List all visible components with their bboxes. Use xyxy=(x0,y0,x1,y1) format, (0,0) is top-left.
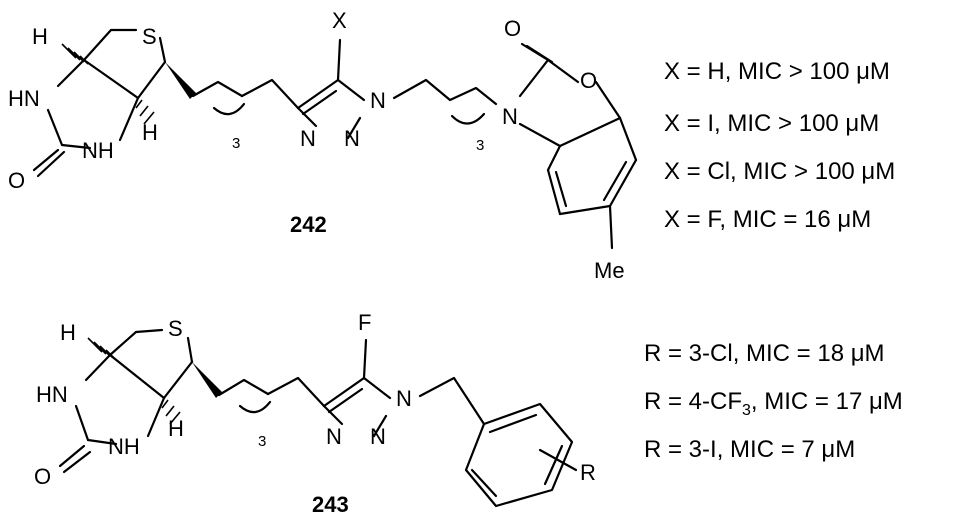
hashed-stereo-bond xyxy=(87,337,115,359)
nh-group-label: HN xyxy=(36,382,68,407)
oxygen-atom-label: O xyxy=(8,168,25,193)
sar-separator: , xyxy=(719,206,733,233)
nh-group-label: HN xyxy=(8,86,40,111)
hydrogen-atom-label: H xyxy=(168,416,184,441)
oxygen-atom-label: O xyxy=(34,464,51,489)
compound-242-structure: S H H HN NH O 3 X N N N 3 N O O Me 242 xyxy=(8,8,638,283)
triazole-nitrogen-label: N xyxy=(326,424,342,449)
hashed-stereo-bond xyxy=(161,399,181,425)
sar-entry: X = H, MIC > 100 μM xyxy=(664,58,890,86)
compound-number-242: 242 xyxy=(290,212,327,237)
sar-entry: R = 3-I, MIC = 7 μM xyxy=(644,436,855,464)
hydrogen-atom-label: H xyxy=(142,120,158,145)
methyl-label: Me xyxy=(594,258,625,283)
chain-repeat-count: 3 xyxy=(258,433,266,450)
hashed-stereo-bond xyxy=(61,43,89,65)
sulfur-atom-label: S xyxy=(142,24,157,49)
wedge-stereo-bond xyxy=(192,362,222,398)
triazole-nitrogen-label: N xyxy=(344,126,360,151)
nh-group-label: NH xyxy=(82,138,114,163)
thiophane-ring-bonds xyxy=(82,28,138,62)
compound-number-243: 243 xyxy=(312,492,349,517)
triazole-nitrogen-label: N xyxy=(370,424,386,449)
sar-substituent: X = Cl xyxy=(664,158,731,185)
r-substituent-label: R xyxy=(580,460,596,485)
sar-mic-value: MIC > 100 μM xyxy=(727,110,880,137)
hydrogen-atom-label: H xyxy=(32,24,48,49)
triazole-nitrogen-label: N xyxy=(300,126,316,151)
triazole-nitrogen-label: N xyxy=(396,386,412,411)
sar-separator: , xyxy=(714,110,728,137)
triazole-nitrogen-label: N xyxy=(370,88,386,113)
compound-243-structure: S H H HN NH O 3 F N N N R 243 xyxy=(34,310,596,517)
sar-text: R = 4-CF xyxy=(644,388,743,415)
sar-separator: , xyxy=(724,58,739,85)
sar-substituent: X = H xyxy=(664,58,725,85)
benzene-ring xyxy=(464,402,574,508)
sar-entry: X = F, MIC = 16 μM xyxy=(664,206,871,234)
hydrogen-atom-label: H xyxy=(60,320,76,345)
sar-mic-value: MIC > 100 μM xyxy=(738,58,890,85)
sar-text: , MIC = 17 μM xyxy=(750,388,903,415)
chain-repeat-count: 3 xyxy=(232,135,240,152)
carbonyl-oxygen-label: O xyxy=(504,16,521,41)
sar-subscript: 3 xyxy=(742,401,751,419)
hashed-stereo-bond xyxy=(135,99,155,125)
sar-mic-value: MIC > 100 μM xyxy=(743,158,896,185)
sar-mic-value: MIC = 16 μM xyxy=(732,206,872,233)
sar-substituent: X = I xyxy=(664,110,715,137)
sar-text: R = 3-I, MIC = 7 μM xyxy=(644,436,856,463)
sulfur-atom-label: S xyxy=(168,316,183,341)
sar-text: R = 3-Cl, MIC = 18 μM xyxy=(644,340,885,367)
sar-entry: R = 4-CF3, MIC = 17 μM xyxy=(644,388,903,420)
sar-entry: X = I, MIC > 100 μM xyxy=(664,110,879,138)
nh-group-label: NH xyxy=(108,434,140,459)
x-substituent-label: X xyxy=(332,8,347,33)
benzoxazolone-nitrogen-label: N xyxy=(502,104,518,129)
wedge-stereo-bond xyxy=(165,62,196,99)
sar-entry: X = Cl, MIC > 100 μM xyxy=(664,158,895,186)
sar-separator: , xyxy=(730,158,744,185)
sar-entry: R = 3-Cl, MIC = 18 μM xyxy=(644,340,885,368)
ring-oxygen-label: O xyxy=(580,68,597,93)
fluorine-atom-label: F xyxy=(358,310,371,335)
chain-repeat-count: 3 xyxy=(476,137,484,154)
sar-substituent: X = F xyxy=(664,206,720,233)
